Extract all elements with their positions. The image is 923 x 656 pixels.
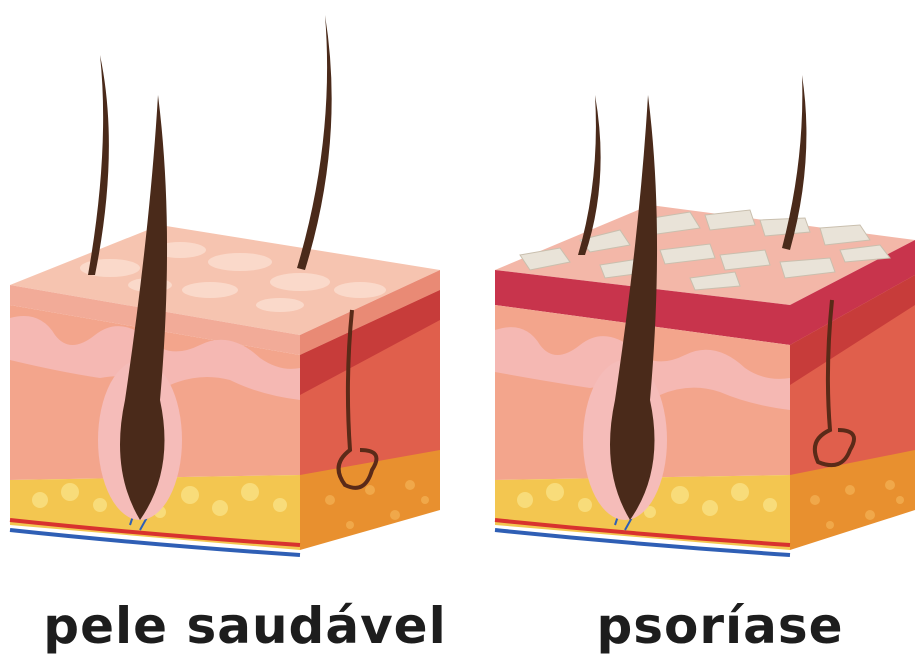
healthy-skin-block (10, 15, 440, 555)
hair-icon (88, 55, 109, 275)
hair-icon (297, 15, 332, 270)
psoriasis-skin-block (495, 75, 915, 555)
healthy-skin-caption: pele saudável (40, 596, 450, 656)
psoriasis-caption: psoríase (520, 596, 920, 656)
